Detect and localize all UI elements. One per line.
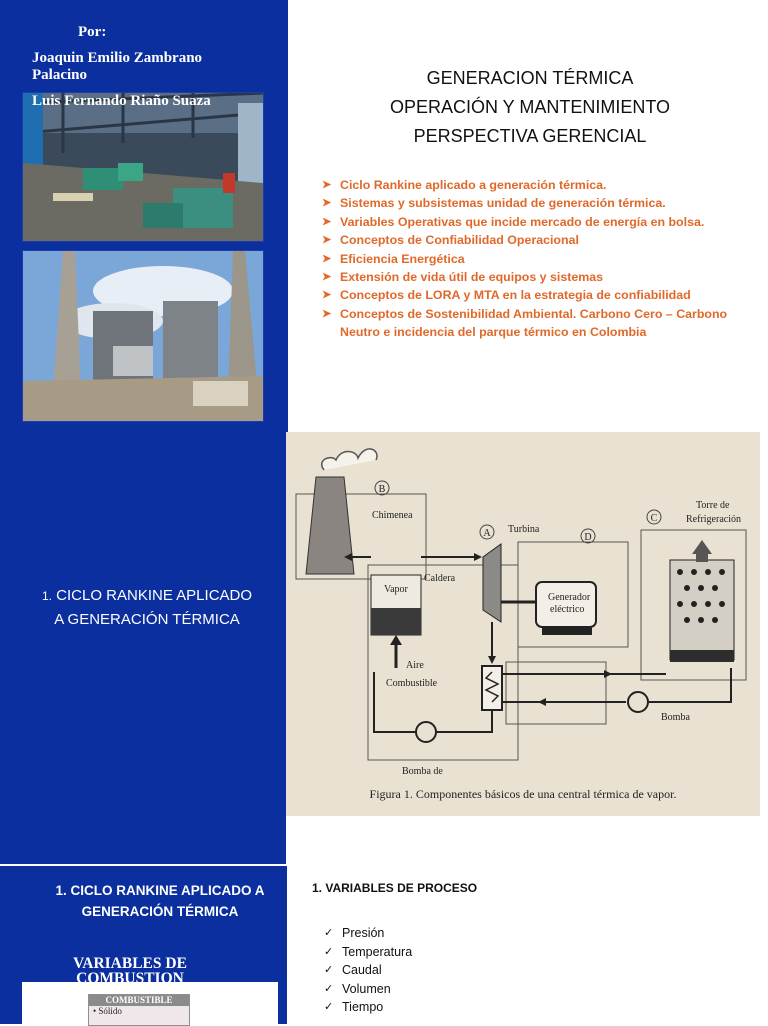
rankine-slide-panel: [0, 432, 286, 864]
label-b: B: [379, 484, 386, 495]
process-variables-heading: 1. VARIABLES DE PROCESO: [312, 881, 478, 895]
combustible-label: Combustible: [386, 678, 438, 689]
checkmark-icon: ✓: [324, 1001, 334, 1014]
bomba-label: Bomba: [661, 712, 690, 723]
process-variable-item: ✓Temperatura: [324, 943, 412, 962]
rankine-title-line-2: A GENERACIÓN TÉRMICA: [54, 611, 240, 628]
author-2: Luis Fernando Riaño Suaza: [32, 93, 211, 109]
checkmark-icon: ✓: [324, 945, 334, 958]
rankine-slide-title: 1. CICLO RANKINE APLICADO A GENERACIÓN T…: [22, 584, 272, 632]
arrow-bullet-icon: ➤: [322, 197, 332, 210]
topic-item: ➤Conceptos de LORA y MTA en la estrategi…: [322, 286, 762, 304]
por-label: Por:: [78, 24, 107, 40]
turbine-hall-photo: [22, 92, 264, 242]
torre-label-line-1: Torre de: [696, 500, 730, 511]
section-number: 1.: [41, 589, 52, 603]
topic-item: ➤Eficiencia Energética: [322, 250, 762, 268]
generador-label-line-1: Generador: [548, 592, 591, 603]
rankine-title-line-1: CICLO RANKINE APLICADO: [56, 587, 253, 604]
process-variable-item: ✓Volumen: [324, 980, 412, 999]
arrow-bullet-icon: ➤: [322, 179, 332, 191]
plant-exterior-photo: [22, 250, 264, 422]
process-variables-list: ✓Presión ✓Temperatura ✓Caudal ✓Volumen ✓…: [324, 924, 412, 1017]
variables-title-line-1: 1. CICLO RANKINE APLICADO A: [55, 883, 265, 898]
topic-list: ➤Ciclo Rankine aplicado a generación tér…: [322, 176, 762, 342]
variables-slide-title: 1. CICLO RANKINE APLICADO A GENERACIÓN T…: [40, 880, 280, 922]
variables-title-line-2: GENERACIÓN TÉRMICA: [81, 904, 239, 919]
process-variable-item: ✓Tiempo: [324, 998, 412, 1017]
turbina-label: Turbina: [508, 524, 540, 535]
process-variable-item: ✓Presión: [324, 924, 412, 943]
checkmark-icon: ✓: [324, 982, 334, 995]
topic-item: ➤Conceptos de Confiabilidad Operacional: [322, 231, 762, 249]
arrow-bullet-icon: ➤: [322, 289, 332, 302]
arrow-bullet-icon: ➤: [322, 215, 332, 228]
figure-caption: Figura 1. Componentes básicos de una cen…: [370, 787, 677, 801]
checkmark-icon: ✓: [324, 964, 334, 977]
aire-label: Aire: [406, 660, 424, 671]
arrow-bullet-icon: ➤: [322, 307, 332, 320]
course-title-line-3: PERSPECTIVA GERENCIAL: [413, 126, 647, 146]
label-b-circle: [374, 480, 390, 496]
course-title-line-1: GENERACION TÉRMICA: [426, 68, 634, 88]
vapor-label: Vapor: [384, 584, 409, 595]
label-c: C: [651, 513, 658, 524]
topic-item: ➤Ciclo Rankine aplicado a generación tér…: [322, 176, 762, 194]
topic-item: ➤Sistemas y subsistemas unidad de genera…: [322, 194, 762, 212]
process-variable-item: ✓Caudal: [324, 961, 412, 980]
topic-item: ➤Variables Operativas que incide mercado…: [322, 213, 762, 231]
label-a: A: [483, 528, 491, 539]
combustible-box-item: • Sólido: [93, 1006, 122, 1016]
power-plant-diagram: B Chimenea Vapor Caldera Aire Combustibl…: [286, 432, 760, 816]
combustible-box-title: COMBUSTIBLE: [89, 995, 189, 1006]
caldera-label: Caldera: [424, 573, 456, 584]
torre-label-line-2: Refrigeración: [686, 514, 741, 525]
generador-label-line-2: eléctrico: [550, 604, 584, 615]
course-title-line-2: OPERACIÓN Y MANTENIMIENTO: [389, 97, 671, 117]
bomba-de-label: Bomba de: [402, 766, 443, 777]
arrow-bullet-icon: ➤: [322, 252, 332, 265]
topic-item: ➤Extensión de vida útil de equipos y sis…: [322, 268, 762, 286]
arrow-bullet-icon: ➤: [322, 271, 332, 284]
arrow-bullet-icon: ➤: [322, 234, 332, 247]
checkmark-icon: ✓: [324, 927, 334, 939]
course-title: GENERACION TÉRMICA OPERACIÓN Y MANTENIMI…: [300, 64, 760, 151]
topic-item: ➤Conceptos de Sostenibilidad Ambiental. …: [322, 306, 728, 340]
author-1-line-2: Palacino: [32, 67, 87, 83]
chimenea-label: Chimenea: [372, 510, 413, 521]
label-d: D: [584, 532, 591, 543]
combustion-heading-line-1: VARIABLES DE: [73, 955, 187, 972]
combustible-box: COMBUSTIBLE • Sólido: [88, 994, 190, 1026]
author-1-line-1: Joaquin Emilio Zambrano: [32, 50, 203, 66]
